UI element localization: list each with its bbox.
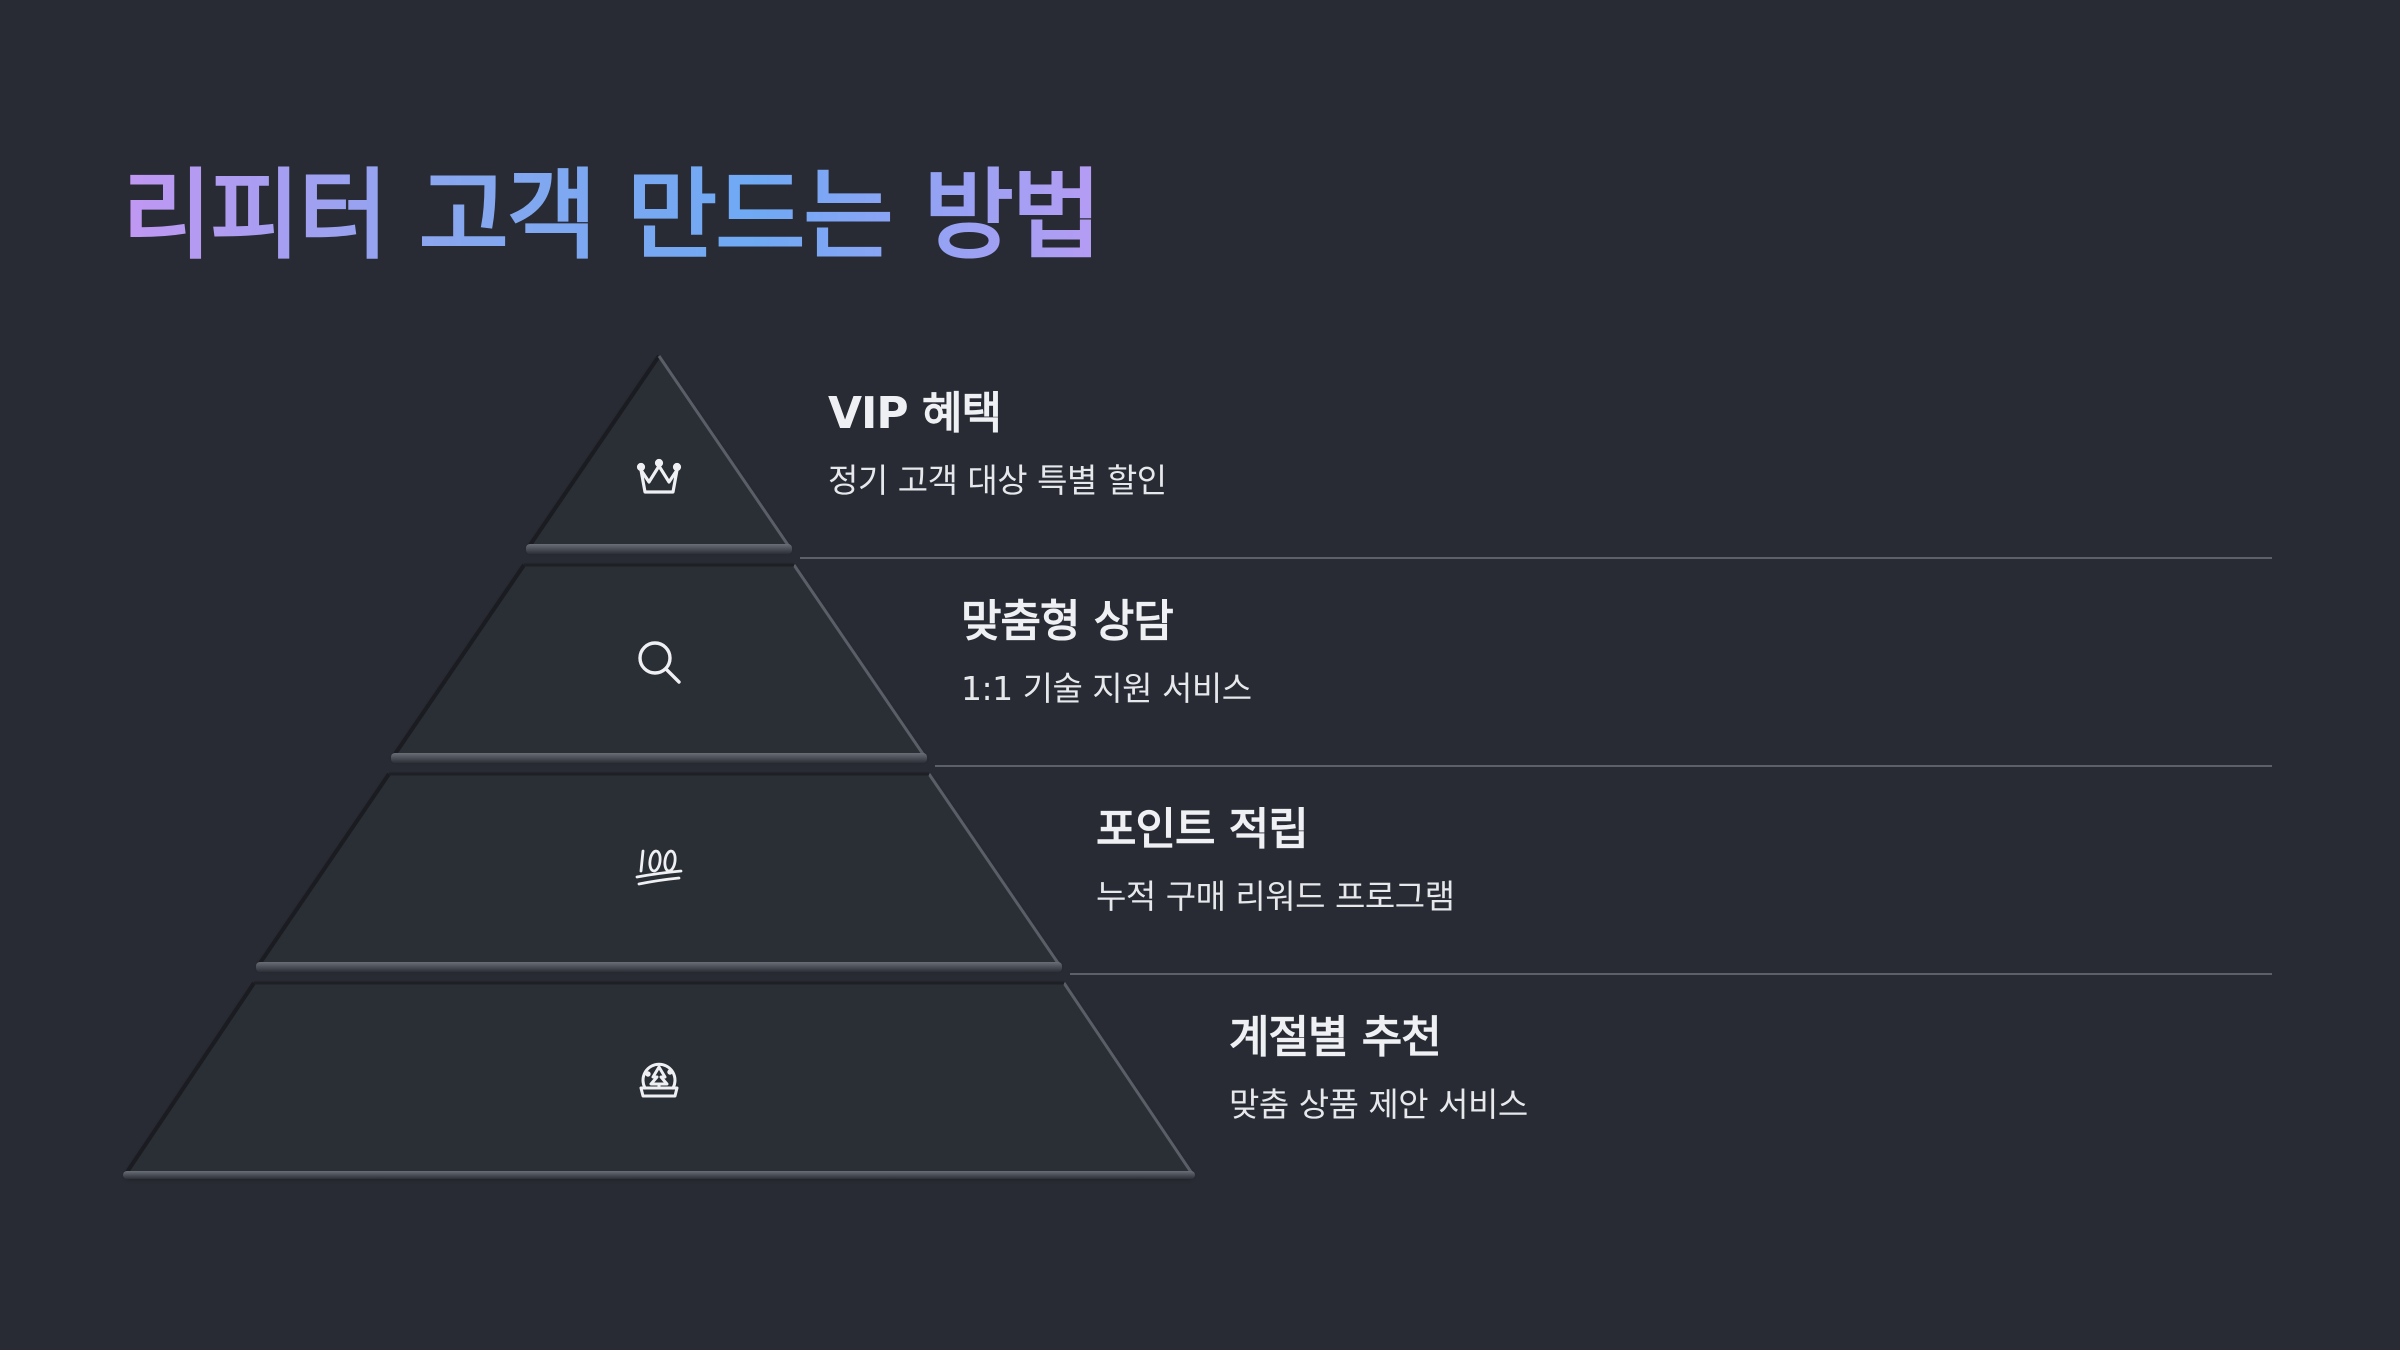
divider-1 [800,557,2272,559]
level-description: 누적 구매 리워드 프로그램 [1096,877,1455,916]
search-icon [631,634,687,690]
hundred-points-icon [631,837,687,893]
level-title: 계절별 추천 [1229,1012,1442,1063]
divider-2 [935,765,2272,767]
pyramid-level-2 [391,563,927,763]
pyramid-level-1 [526,354,792,554]
snow-globe-icon [631,1050,687,1106]
pyramid-level-3 [256,772,1062,972]
crown-icon [631,450,687,506]
page-title: 리피터 고객 만드는 방법 [122,159,1102,273]
level-title: 맞춤형 상담 [961,596,1174,647]
level-description: 1:1 기술 지원 서비스 [961,669,1252,708]
pyramid-level-4 [123,981,1195,1179]
level-title: VIP 혜택 [828,388,1002,439]
level-title: 포인트 적립 [1096,804,1309,855]
level-description: 맞춤 상품 제안 서비스 [1229,1085,1528,1124]
level-description: 정기 고객 대상 특별 할인 [828,461,1167,500]
divider-3 [1070,973,2272,975]
